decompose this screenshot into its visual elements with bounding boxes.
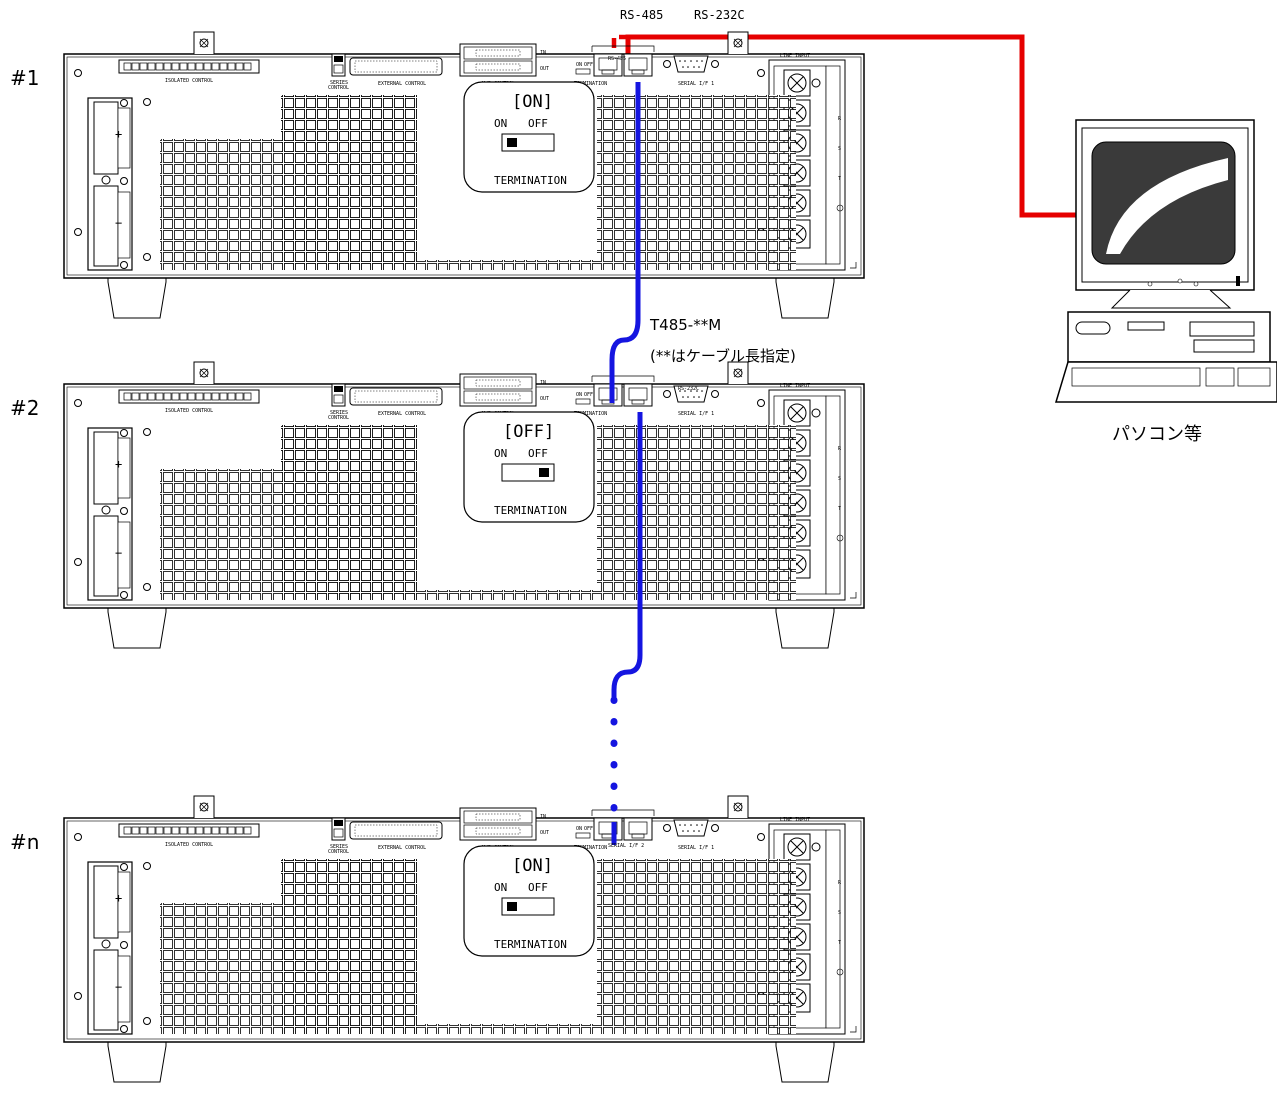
termination-slider-1 [507,138,517,147]
on-label-2: ON [494,447,507,460]
switch-state-2: [OFF] [503,422,554,442]
pc-label: パソコン等 [1112,420,1202,446]
switch-state-n: [ON] [512,856,553,876]
on-label-1: ON [494,117,507,130]
panel-rs485-label: RS-485 [608,56,626,62]
off-label-1: OFF [528,117,548,130]
instrument-unit-2 [64,362,864,648]
off-label-n: OFF [528,881,548,894]
serial-if-label-n: SERIAL I/F 2 [608,843,644,849]
instrument-unit-1 [64,32,864,318]
off-label-2: OFF [528,447,548,460]
termination-label-2: TERMINATION [494,504,567,517]
instrument-unit-n [64,796,864,1082]
cable-model-label: T485-**M [650,316,721,334]
termination-label-1: TERMINATION [494,174,567,187]
rs232c-top-label: RS-232C [694,8,745,22]
termination-label-n: TERMINATION [494,938,567,951]
rs485-top-label: RS-485 [620,8,663,22]
unit-id-1: #1 [10,66,39,90]
switch-state-1: [ON] [512,92,553,112]
unit-id-2: #2 [10,396,39,420]
panel-rs232c-label: RS-232C [678,386,699,392]
cable-length-note: (**はケーブル長指定) [650,345,796,366]
termination-slider-2 [539,468,549,477]
pc-computer [1056,120,1277,402]
termination-slider-n [507,902,517,911]
unit-id-n: #n [10,830,39,854]
on-label-n: ON [494,881,507,894]
